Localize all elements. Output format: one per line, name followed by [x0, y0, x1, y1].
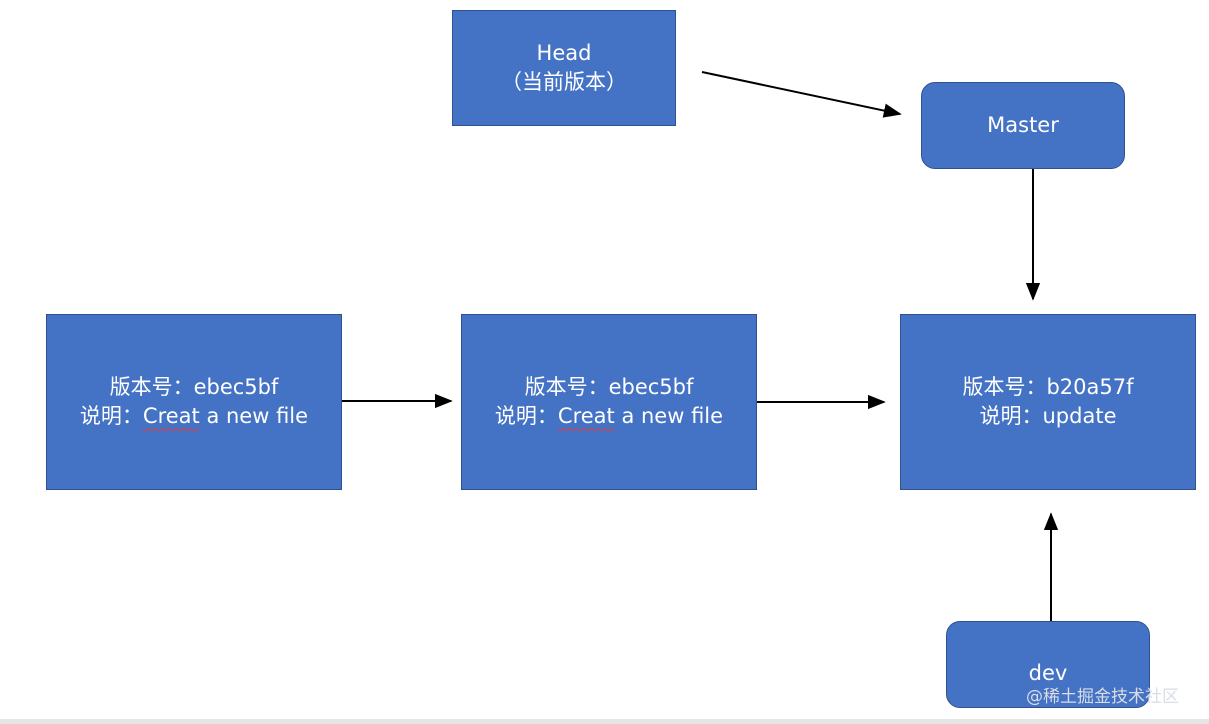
dev-label: dev — [1028, 661, 1068, 685]
master-label: Master — [987, 113, 1059, 137]
commit-3-desc-label: 说明： — [979, 404, 1043, 428]
commit-2-description: 说明：Creat a new file — [495, 402, 723, 431]
commit-3-desc-word: update — [1042, 404, 1117, 428]
commit-1-description: 说明：Creat a new file — [80, 402, 308, 431]
arrow-head-to-master — [701, 71, 902, 118]
commit-3-version-label: 版本号： — [962, 375, 1047, 399]
commit-1-desc-word: Creat — [142, 404, 200, 428]
commit-3-description: 说明：update — [980, 402, 1117, 431]
commit-3-version-value: b20a57f — [1046, 375, 1134, 399]
commit-1-version-value: ebec5bf — [193, 375, 279, 399]
commit-2-desc-label: 说明： — [494, 404, 558, 428]
commit-node-2: 版本号：ebec5bf 说明：Creat a new file — [461, 314, 757, 490]
dev-node: dev — [946, 621, 1150, 708]
commit-2-version: 版本号：ebec5bf — [525, 373, 694, 402]
master-node: Master — [921, 82, 1125, 169]
commit-2-version-label: 版本号： — [524, 375, 609, 399]
watermark-text: @稀土掘金技术社区 — [1026, 687, 1179, 707]
commit-node-3: 版本号：b20a57f 说明：update — [900, 314, 1196, 490]
commit-2-desc-word: Creat — [557, 404, 615, 428]
commit-1-desc-rest: a new file — [199, 404, 309, 428]
head-title: Head — [536, 41, 592, 65]
head-subtitle: （当前版本） — [501, 70, 627, 94]
commit-1-version: 版本号：ebec5bf — [110, 373, 279, 402]
commit-3-version: 版本号：b20a57f — [962, 373, 1133, 402]
head-node: Head （当前版本） — [452, 10, 676, 126]
commit-node-1: 版本号：ebec5bf 说明：Creat a new file — [46, 314, 342, 490]
commit-1-desc-label: 说明： — [79, 404, 143, 428]
commit-2-desc-rest: a new file — [614, 404, 724, 428]
commit-2-version-value: ebec5bf — [608, 375, 694, 399]
commit-1-version-label: 版本号： — [109, 375, 194, 399]
bottom-scrollbar-track — [0, 719, 1209, 724]
